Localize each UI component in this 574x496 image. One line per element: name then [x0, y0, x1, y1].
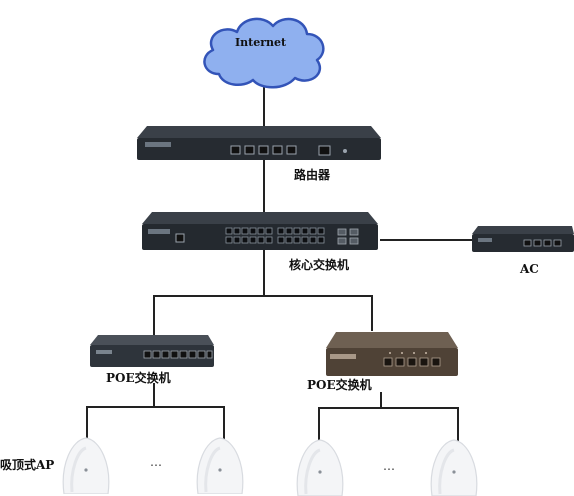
wire-router-core	[263, 160, 265, 214]
wire-distribution-bus	[153, 295, 373, 297]
wire-bus-poe-right	[371, 295, 373, 331]
internet-cloud-icon	[203, 17, 325, 89]
wire-core-down	[263, 249, 265, 296]
ac-device-icon	[472, 226, 574, 252]
ap-right-ellipsis: …	[383, 459, 396, 473]
router-label: 路由器	[294, 168, 331, 182]
wire-ap-left-1	[86, 406, 88, 440]
wire-internet-router	[263, 86, 265, 126]
core-switch-label: 核心交换机	[289, 258, 350, 272]
poe-switch-left-device-icon	[90, 335, 214, 367]
wire-poe-right-down	[380, 392, 382, 408]
poe-switch-right-label: POE交换机	[307, 378, 372, 392]
wire-ap-bus-left	[86, 406, 224, 408]
ap-right-2-icon	[430, 439, 478, 496]
wire-poe-left-down	[153, 383, 155, 407]
wire-ap-left-2	[223, 406, 225, 440]
wire-ap-right-2	[457, 407, 459, 441]
ap-label: 吸顶式AP	[0, 458, 55, 472]
ap-right-1-icon	[296, 439, 344, 496]
wire-bus-poe-left	[153, 295, 155, 336]
poe-switch-left-label: POE交换机	[106, 371, 171, 385]
internet-label: Internet	[235, 36, 287, 49]
ap-left-ellipsis: …	[150, 455, 163, 469]
core-switch-device-icon	[142, 212, 378, 250]
router-device-icon	[137, 126, 381, 160]
ap-left-2-icon	[196, 437, 244, 494]
wire-ap-right-1	[318, 407, 320, 441]
wire-core-ac	[380, 239, 474, 241]
poe-switch-right-device-icon	[326, 332, 458, 376]
ac-label: AC	[520, 262, 539, 276]
wire-ap-bus-right	[318, 407, 458, 409]
ap-left-1-icon	[62, 437, 110, 494]
